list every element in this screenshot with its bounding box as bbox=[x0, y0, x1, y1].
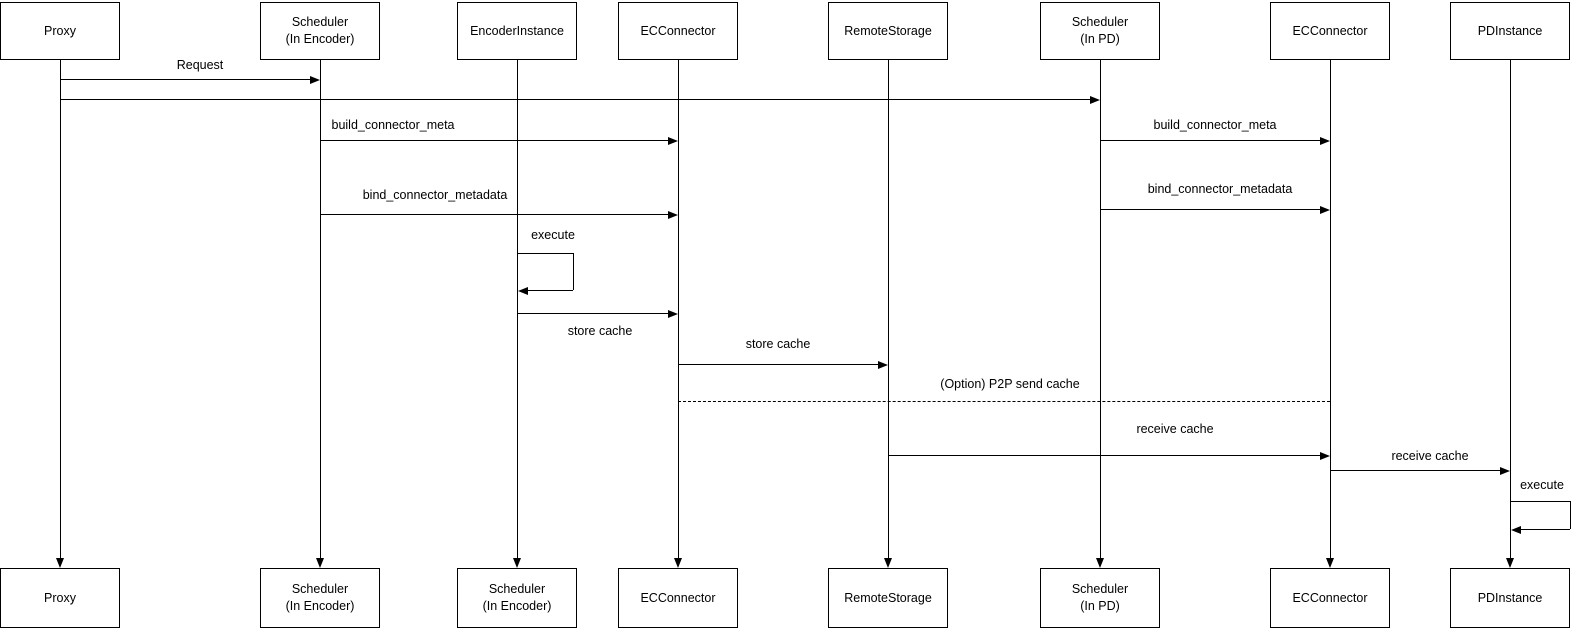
message-label: receive cache bbox=[1391, 449, 1469, 463]
message-label: Request bbox=[176, 58, 224, 72]
actor-box-bottom-proxy: Proxy bbox=[0, 568, 120, 628]
message-line bbox=[1100, 209, 1321, 210]
message-line bbox=[678, 364, 879, 365]
actor-label: Scheduler (In Encoder) bbox=[285, 582, 355, 613]
message-arrowhead-icon bbox=[1320, 451, 1330, 460]
lifeline-arrowhead-icon bbox=[883, 557, 892, 568]
actor-label: ECConnector bbox=[640, 23, 716, 38]
actor-label: Scheduler (In Encoder) bbox=[482, 582, 552, 613]
actor-label: ECConnector bbox=[640, 590, 716, 605]
message-label: execute bbox=[531, 228, 575, 242]
lifeline-proxy bbox=[59, 60, 61, 559]
self-message-line-top bbox=[517, 253, 573, 254]
message-arrowhead-icon bbox=[668, 136, 678, 145]
actor-label: Proxy bbox=[44, 23, 76, 38]
message-arrowhead-icon bbox=[668, 210, 678, 219]
lifeline-arrowhead-icon bbox=[1325, 557, 1334, 568]
actor-label: RemoteStorage bbox=[844, 590, 932, 605]
actor-box-top-ec-connector-1: ECConnector bbox=[618, 2, 738, 60]
actor-label: RemoteStorage bbox=[844, 23, 932, 38]
self-message-arrowhead-icon bbox=[1510, 525, 1521, 534]
lifeline-ec-connector-1 bbox=[677, 60, 679, 559]
message-label: execute bbox=[1520, 478, 1564, 492]
actor-box-top-proxy: Proxy bbox=[0, 2, 120, 60]
message-line bbox=[320, 140, 669, 141]
actor-label: ECConnector bbox=[1292, 590, 1368, 605]
self-message-line-right bbox=[1570, 501, 1571, 529]
lifeline-arrowhead-icon bbox=[315, 557, 324, 568]
self-message-line-right bbox=[573, 253, 574, 290]
actor-box-bottom-encoder-instance: Scheduler (In Encoder) bbox=[457, 568, 577, 628]
message-label: build_connector_meta bbox=[331, 118, 455, 132]
message-arrowhead-icon bbox=[668, 309, 678, 318]
actor-box-bottom-scheduler-pd: Scheduler (In PD) bbox=[1040, 568, 1160, 628]
message-arrowhead-icon bbox=[1320, 136, 1330, 145]
actor-box-top-remote-storage: RemoteStorage bbox=[828, 2, 948, 60]
actor-label: Scheduler (In PD) bbox=[1071, 582, 1129, 613]
message-arrowhead-icon bbox=[1090, 95, 1100, 104]
message-line bbox=[1100, 140, 1321, 141]
message-label: store cache bbox=[567, 324, 633, 338]
actor-label: PDInstance bbox=[1477, 590, 1543, 605]
lifeline-arrowhead-icon bbox=[1095, 557, 1104, 568]
message-label: bind_connector_metadata bbox=[362, 188, 508, 202]
self-message-line-bottom bbox=[526, 290, 573, 291]
message-line bbox=[517, 313, 669, 314]
actor-box-top-pd-instance: PDInstance bbox=[1450, 2, 1570, 60]
lifeline-remote-storage bbox=[887, 60, 889, 559]
actor-label: ECConnector bbox=[1292, 23, 1368, 38]
actor-box-top-encoder-instance: EncoderInstance bbox=[457, 2, 577, 60]
message-arrowhead-icon bbox=[1500, 466, 1510, 475]
message-label: receive cache bbox=[1136, 422, 1214, 436]
actor-box-top-scheduler-encoder: Scheduler (In Encoder) bbox=[260, 2, 380, 60]
actor-box-top-scheduler-pd: Scheduler (In PD) bbox=[1040, 2, 1160, 60]
actor-box-bottom-remote-storage: RemoteStorage bbox=[828, 568, 948, 628]
message-line bbox=[320, 214, 669, 215]
message-label: bind_connector_metadata bbox=[1147, 182, 1293, 196]
lifeline-arrowhead-icon bbox=[512, 557, 521, 568]
lifeline-arrowhead-icon bbox=[1505, 557, 1514, 568]
message-label: build_connector_meta bbox=[1153, 118, 1277, 132]
message-arrowhead-icon bbox=[310, 75, 320, 84]
actor-box-bottom-pd-instance: PDInstance bbox=[1450, 568, 1570, 628]
actor-box-bottom-scheduler-encoder: Scheduler (In Encoder) bbox=[260, 568, 380, 628]
message-line bbox=[888, 455, 1321, 456]
message-arrowhead-icon bbox=[878, 360, 888, 369]
message-label: store cache bbox=[745, 337, 811, 351]
actor-box-top-ec-connector-2: ECConnector bbox=[1270, 2, 1390, 60]
message-line bbox=[678, 401, 1330, 402]
message-arrowhead-icon bbox=[1320, 205, 1330, 214]
lifeline-arrowhead-icon bbox=[673, 557, 682, 568]
self-message-line-top bbox=[1510, 501, 1570, 502]
self-message-arrowhead-icon bbox=[517, 286, 528, 295]
actor-label: Proxy bbox=[44, 590, 76, 605]
lifeline-scheduler-encoder bbox=[319, 60, 321, 559]
actor-box-bottom-ec-connector-2: ECConnector bbox=[1270, 568, 1390, 628]
lifeline-arrowhead-icon bbox=[55, 557, 64, 568]
actor-label: Scheduler (In Encoder) bbox=[285, 15, 355, 46]
message-line bbox=[1330, 470, 1501, 471]
lifeline-ec-connector-2 bbox=[1329, 60, 1331, 559]
message-label: (Option) P2P send cache bbox=[940, 377, 1080, 391]
actor-label: PDInstance bbox=[1477, 23, 1543, 38]
lifeline-encoder-instance bbox=[516, 60, 518, 559]
self-message-line-bottom bbox=[1519, 529, 1570, 530]
lifeline-pd-instance bbox=[1509, 60, 1511, 559]
message-line bbox=[60, 79, 311, 80]
lifeline-scheduler-pd bbox=[1099, 60, 1101, 559]
actor-label: EncoderInstance bbox=[470, 23, 564, 38]
actor-label: Scheduler (In PD) bbox=[1071, 15, 1129, 46]
message-line bbox=[60, 99, 1091, 100]
actor-box-bottom-ec-connector-1: ECConnector bbox=[618, 568, 738, 628]
